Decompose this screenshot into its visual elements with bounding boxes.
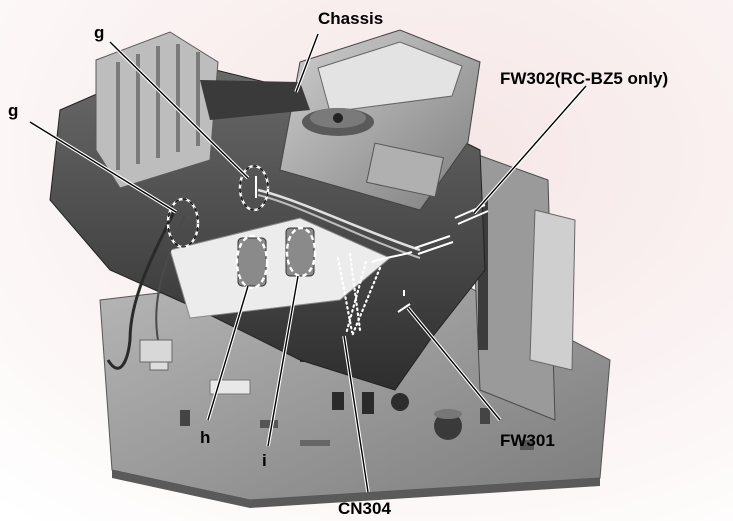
label-cn304: CN304 — [338, 499, 391, 518]
connector-blocks — [237, 227, 315, 287]
i-leader — [267, 275, 299, 447]
g-left-leader — [29, 121, 177, 213]
side-bracket — [529, 209, 576, 371]
left-connector — [139, 339, 173, 363]
label-g-top: g — [94, 23, 104, 42]
wire-bundle — [257, 188, 421, 252]
i-marker — [285, 226, 317, 278]
chassis-rail — [200, 80, 310, 120]
side-pcb-connector — [478, 200, 488, 350]
label-fw302: FW302(RC-BZ5 only) — [500, 69, 668, 88]
label-g-left: g — [8, 101, 18, 120]
cn304-wire-dots-a — [336, 256, 354, 334]
h-marker — [235, 234, 269, 290]
h-leader — [207, 285, 249, 421]
fw301-leader — [407, 307, 501, 421]
pcb-components — [149, 318, 534, 450]
leader-lines — [29, 33, 588, 493]
cn304-leader — [343, 335, 369, 493]
label-fw301: FW301 — [500, 431, 555, 450]
photo-markings — [166, 164, 489, 338]
label-chassis: Chassis — [318, 9, 383, 28]
wire-harness-left — [106, 209, 177, 370]
chassis-leader — [295, 33, 319, 93]
fw302-leader — [473, 85, 587, 214]
grey-cover — [95, 31, 219, 189]
fw301-mark — [397, 303, 411, 313]
cd-mechanism — [279, 29, 481, 211]
unit-photo — [49, 29, 611, 508]
white-support — [169, 217, 391, 319]
g-top-leader — [109, 41, 249, 179]
callout-labels: Chassis g g FW302(RC-BZ5 only) FW301 CN3… — [8, 9, 668, 518]
label-i: i — [262, 451, 267, 470]
pcb-edge — [112, 470, 600, 508]
label-h: h — [200, 428, 210, 447]
